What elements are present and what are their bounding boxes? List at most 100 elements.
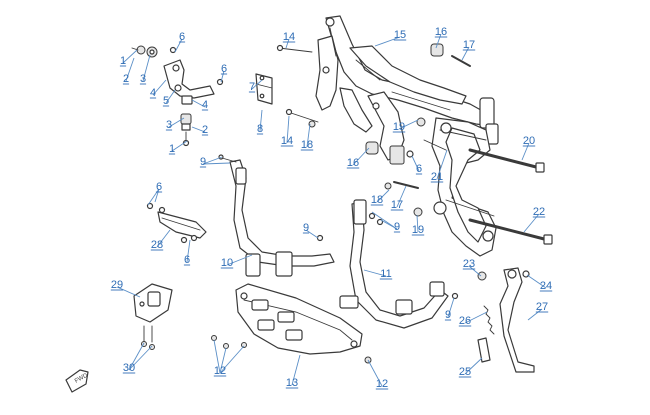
callout-7: 7 <box>248 79 263 93</box>
leader-line <box>156 229 171 248</box>
leader-line <box>259 109 263 132</box>
callout-22: 22 <box>523 206 546 233</box>
leader-line-c12a-3 <box>213 339 221 374</box>
callout-21: 21 <box>430 149 448 183</box>
callout-19: 19 <box>411 214 425 236</box>
leader-line <box>116 286 141 298</box>
callout-9: 9 <box>444 297 455 321</box>
callout-number: 9 <box>303 222 309 234</box>
leader-line <box>398 119 419 130</box>
callout-number: 6 <box>156 181 162 193</box>
leader-line <box>416 214 419 233</box>
leader-line <box>122 49 138 64</box>
leader-line <box>305 229 319 239</box>
leader-line <box>468 265 482 277</box>
callout-number: 22 <box>533 206 545 218</box>
leader-line <box>202 162 231 165</box>
forward-arrow-icon: FWD <box>65 369 89 393</box>
callout-9: 9 <box>199 156 231 168</box>
callout-24: 24 <box>526 274 553 292</box>
leader-line <box>142 54 151 82</box>
front-down-tube <box>218 154 335 277</box>
leader-line <box>461 46 470 61</box>
leader-line <box>376 189 390 203</box>
leader-line <box>220 70 225 83</box>
leader-line <box>226 254 253 266</box>
callout-28: 28 <box>150 229 171 251</box>
callout-10: 10 <box>220 254 253 269</box>
bracket-28 <box>146 202 207 244</box>
engine-mount-bracket <box>131 45 224 147</box>
callout-number: 21 <box>431 171 443 183</box>
leader-line <box>396 185 407 208</box>
callout-11: 11 <box>363 268 393 280</box>
callout-number: 14 <box>283 31 295 43</box>
callout-number: 12 <box>214 365 226 377</box>
callout-number: 6 <box>184 254 190 266</box>
callout-9: 9 <box>380 219 401 233</box>
callout-number: 19 <box>412 224 424 236</box>
leader-line <box>411 155 420 172</box>
leader-line <box>286 115 290 144</box>
long-bolt-22 <box>468 218 553 245</box>
leader-line <box>363 269 387 277</box>
leader-line <box>174 38 183 53</box>
leader-line-c12a-2 <box>219 345 245 374</box>
leader-line <box>191 99 206 108</box>
leader-line <box>352 147 370 166</box>
callout-25: 25 <box>458 357 483 378</box>
callout-number: 6 <box>179 31 185 43</box>
callout-4: 4 <box>149 79 167 99</box>
callout-3: 3 <box>165 117 185 131</box>
leader-line <box>128 342 145 371</box>
callout-26: 26 <box>458 311 488 327</box>
leader-line <box>291 354 301 386</box>
callout-2: 2 <box>191 124 209 136</box>
leader-line-c9a-2 <box>202 156 223 165</box>
callout-number: 8 <box>257 123 263 135</box>
callout-number: 1 <box>169 143 175 155</box>
callout-number: 16 <box>435 26 447 38</box>
callout-number: 3 <box>140 73 146 85</box>
lower-cradle <box>339 199 459 329</box>
leader-line <box>168 117 185 128</box>
callout-15: 15 <box>374 29 407 47</box>
leader-line <box>125 57 135 82</box>
callout-number: 13 <box>286 377 298 389</box>
leader-line <box>447 297 455 318</box>
leader-line <box>186 239 191 263</box>
callout-number: 5 <box>163 95 169 107</box>
callout-1: 1 <box>119 49 138 67</box>
bushings-and-bolts <box>365 43 471 217</box>
rear-frame-plates <box>431 117 497 257</box>
callout-number: 27 <box>536 301 548 313</box>
leader-line <box>374 36 401 47</box>
callout-number: 18 <box>301 139 313 151</box>
callout-number: 24 <box>540 280 552 292</box>
callout-6: 6 <box>411 155 423 175</box>
callout-number: 4 <box>202 99 208 111</box>
callout-2: 2 <box>122 57 135 85</box>
callout-number: 16 <box>347 157 359 169</box>
callout-number: 6 <box>416 163 422 175</box>
callout-17: 17 <box>461 39 476 61</box>
leader-line-c30-2 <box>128 345 153 371</box>
callout-12: 12 <box>213 347 227 377</box>
callout-23: 23 <box>462 258 482 277</box>
leader-line <box>306 123 311 148</box>
callout-16: 16 <box>434 26 448 49</box>
callout-number: 29 <box>111 279 123 291</box>
callout-number: 18 <box>371 194 383 206</box>
bracket-29 <box>133 283 173 350</box>
callout-14: 14 <box>282 31 296 49</box>
leader-line <box>285 38 290 49</box>
leader-line <box>435 33 442 49</box>
callout-number: 1 <box>120 55 126 67</box>
callout-16: 16 <box>346 147 370 169</box>
callout-number: 23 <box>463 258 475 270</box>
callout-number: 12 <box>376 378 388 390</box>
callout-18: 18 <box>370 189 390 206</box>
callout-5: 5 <box>162 89 176 107</box>
callout-1: 1 <box>168 140 188 155</box>
